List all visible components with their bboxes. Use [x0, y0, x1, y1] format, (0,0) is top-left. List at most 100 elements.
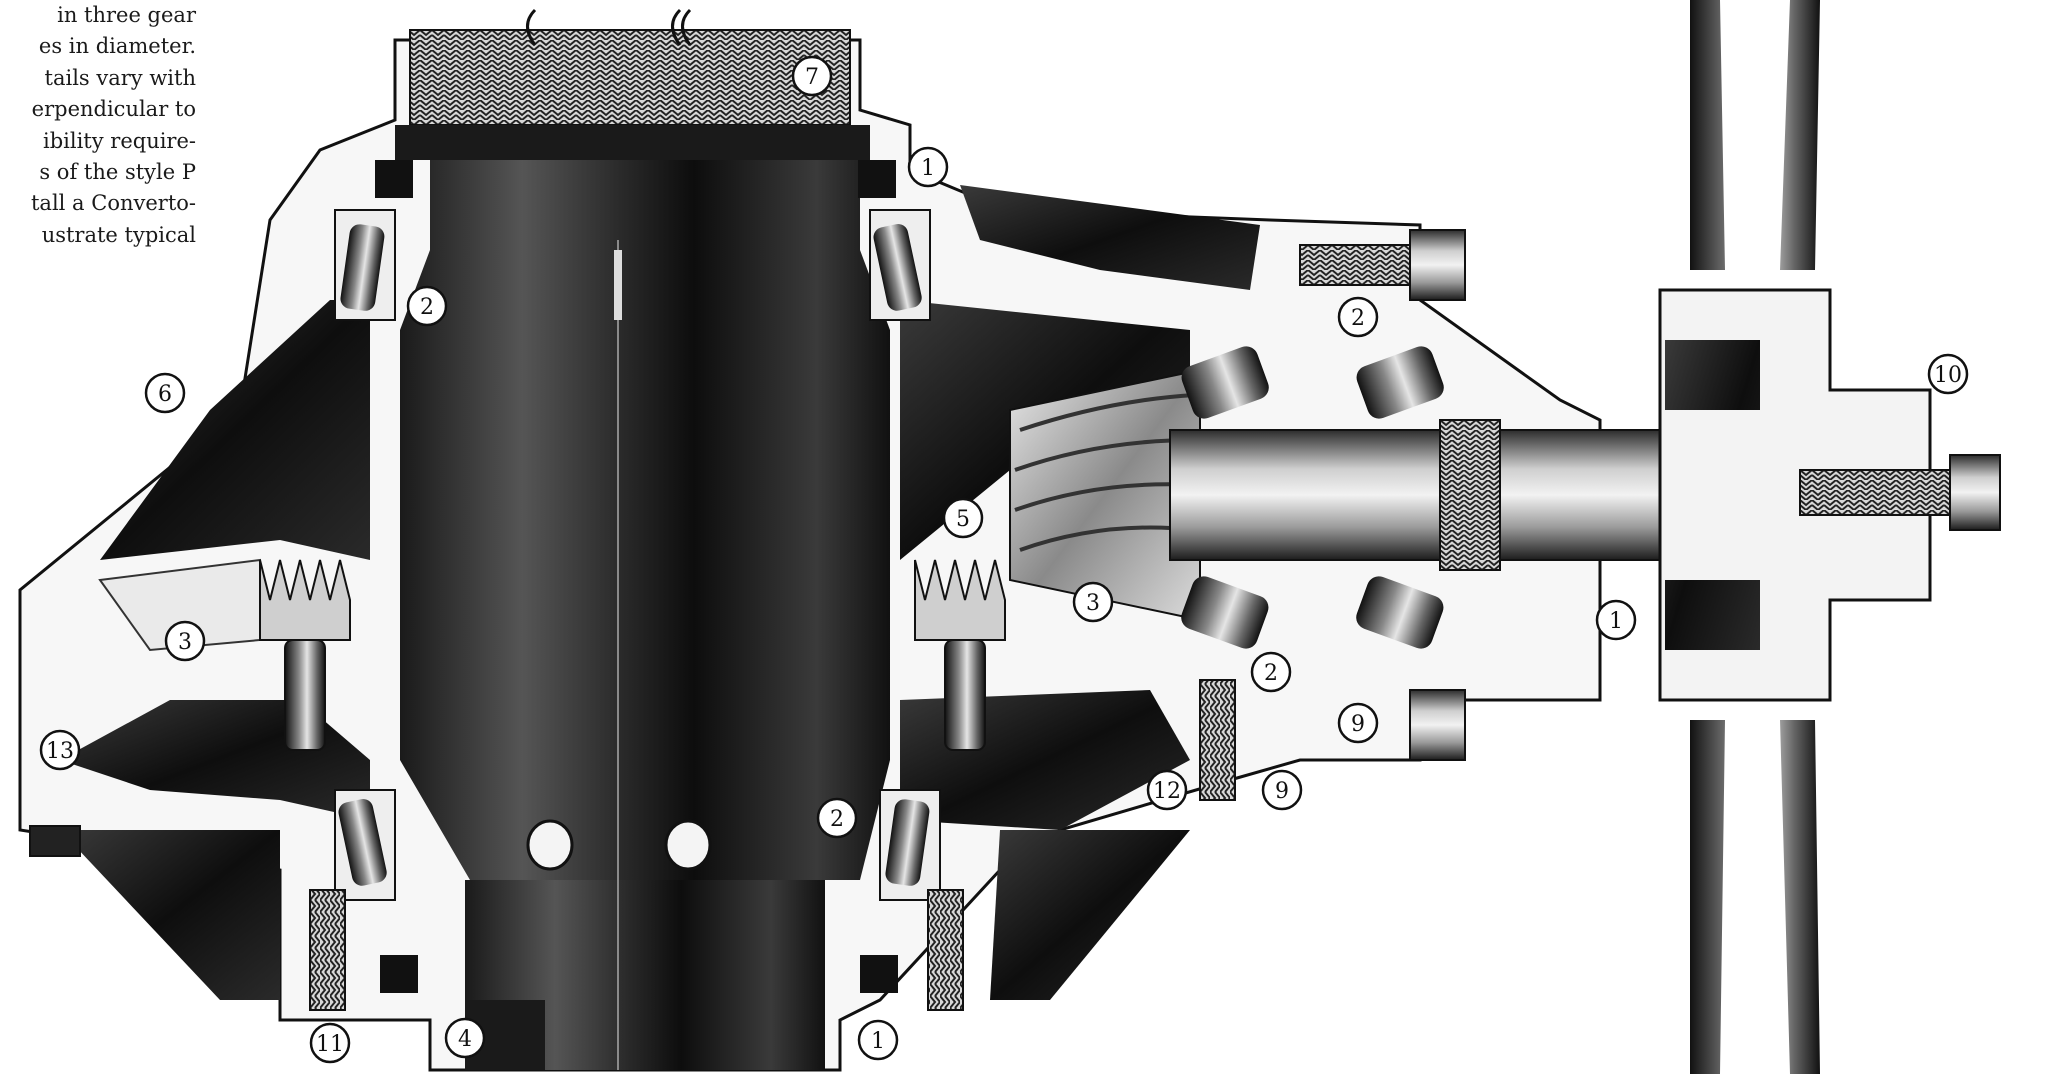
- upper-left-seal: [375, 160, 413, 198]
- callout-c12: 12: [1146, 769, 1188, 811]
- callout-circle: [164, 620, 206, 662]
- central-cylinder: [400, 130, 890, 880]
- callout-label: 9: [1275, 779, 1289, 804]
- callout-c6: 6: [144, 372, 186, 414]
- callout-circle: [857, 1019, 899, 1061]
- cylinder-hole-right: [664, 819, 712, 871]
- arm-casting-top: [960, 185, 1260, 290]
- callout-c5: 5: [942, 497, 984, 539]
- callout-c3a: 3: [1072, 581, 1114, 623]
- callout-label: 3: [1086, 591, 1100, 616]
- left-ring-gear-teeth: [259, 559, 351, 641]
- left-casting-upper: [100, 300, 370, 560]
- caption-line: s of the style P: [39, 160, 196, 185]
- callout-label: 6: [158, 382, 172, 407]
- right-ring-gear-teeth: [914, 559, 1006, 641]
- handwheel-spoke-upper: [1690, 0, 1820, 270]
- callout-label: 2: [1264, 661, 1278, 686]
- shaft-bearing-left: [1181, 346, 1269, 649]
- callout-label: 1: [921, 156, 935, 181]
- callout-c2b: 2: [1337, 296, 1379, 338]
- drive-coupling: [1658, 288, 2001, 702]
- left-gear-pin: [284, 639, 326, 751]
- top-opening-mark-right: [671, 8, 692, 46]
- cylinder-hole-left: [526, 819, 574, 871]
- callout-circle: [1072, 581, 1114, 623]
- lower-right-bearing: [879, 789, 941, 901]
- callout-circle: [444, 1017, 486, 1059]
- callout-c2c: 2: [1250, 651, 1292, 693]
- callout-label: 1: [1609, 609, 1623, 634]
- left-bottom-flange: [60, 830, 280, 1000]
- top-opening-mark-left: [526, 8, 537, 46]
- callout-c9b: 9: [1261, 769, 1303, 811]
- callout-c1b: 1: [1595, 599, 1637, 641]
- stud-right-lower: [927, 889, 964, 1011]
- handwheel-spoke-lower: [1690, 720, 1820, 1074]
- callout-label: 7: [805, 65, 819, 90]
- top-threaded-collar: [409, 29, 851, 126]
- caption-line: ibility require-: [43, 128, 196, 153]
- callout-c3b: 3: [164, 620, 206, 662]
- callout-c4: 4: [444, 1017, 486, 1059]
- callout-label: 2: [1351, 306, 1365, 331]
- caption-line: erpendicular to: [31, 97, 196, 122]
- callout-c10: 10: [1927, 353, 1969, 395]
- callout-circle: [1927, 353, 1969, 395]
- right-bottom-flange: [990, 830, 1190, 1000]
- callout-label: 9: [1351, 712, 1365, 737]
- cylinder-slot: [614, 250, 622, 320]
- callout-circle: [907, 146, 949, 188]
- lower-left-bearing: [334, 789, 396, 901]
- callout-circle: [144, 372, 186, 414]
- top-collar-lip: [395, 125, 870, 160]
- callout-c7: 7: [791, 55, 833, 97]
- callout-c13: 13: [39, 729, 81, 771]
- callout-label: 3: [178, 630, 192, 655]
- top-cap-screw: [1299, 244, 1411, 286]
- callout-label: 13: [46, 739, 74, 764]
- caption-text: in three gear es in diameter. tails vary…: [0, 0, 196, 251]
- callout-label: 12: [1153, 779, 1181, 804]
- callout-c2d: 2: [816, 797, 858, 839]
- left-bolt-13: [29, 825, 81, 857]
- callout-circle: [1337, 702, 1379, 744]
- callout-c11: 11: [309, 1022, 351, 1064]
- callout-circle: [39, 729, 81, 771]
- callout-c2a: 2: [406, 285, 448, 327]
- callout-label: 2: [420, 295, 434, 320]
- upper-right-seal: [858, 160, 896, 198]
- caption-line: tall a Converto-: [30, 191, 196, 216]
- callout-label: 1: [871, 1029, 885, 1054]
- upper-right-bearing: [869, 209, 931, 321]
- callout-label: 2: [830, 807, 844, 832]
- callout-label: 10: [1934, 363, 1962, 388]
- callout-circle: [406, 285, 448, 327]
- callout-circle: [1250, 651, 1292, 693]
- callout-circle: [1595, 599, 1637, 641]
- stud-12: [1199, 679, 1236, 801]
- callout-circle: [1146, 769, 1188, 811]
- upper-left-bearing: [334, 209, 396, 321]
- callout-circle: [942, 497, 984, 539]
- callout-circle: [309, 1022, 351, 1064]
- callout-c1a: 1: [907, 146, 949, 188]
- pinion-gear-teeth: [1014, 393, 1196, 552]
- callout-c9a: 9: [1337, 702, 1379, 744]
- right-casting-lower: [900, 690, 1190, 830]
- callout-label: 5: [956, 507, 970, 532]
- callout-circle: [816, 797, 858, 839]
- callout-label: 11: [316, 1032, 344, 1057]
- caption-line: in three gear: [57, 3, 196, 27]
- lower-left-seal: [380, 955, 418, 993]
- callout-c1c: 1: [857, 1019, 899, 1061]
- callout-circle: [791, 55, 833, 97]
- callout-label: 4: [458, 1027, 472, 1052]
- shaft-locknut: [1439, 419, 1501, 571]
- lower-right-seal: [860, 955, 898, 993]
- callout-circle: [1261, 769, 1303, 811]
- callout-circle: [1337, 296, 1379, 338]
- top-cap-screw-head: [1409, 229, 1466, 301]
- caption-line: ustrate typical: [41, 222, 196, 247]
